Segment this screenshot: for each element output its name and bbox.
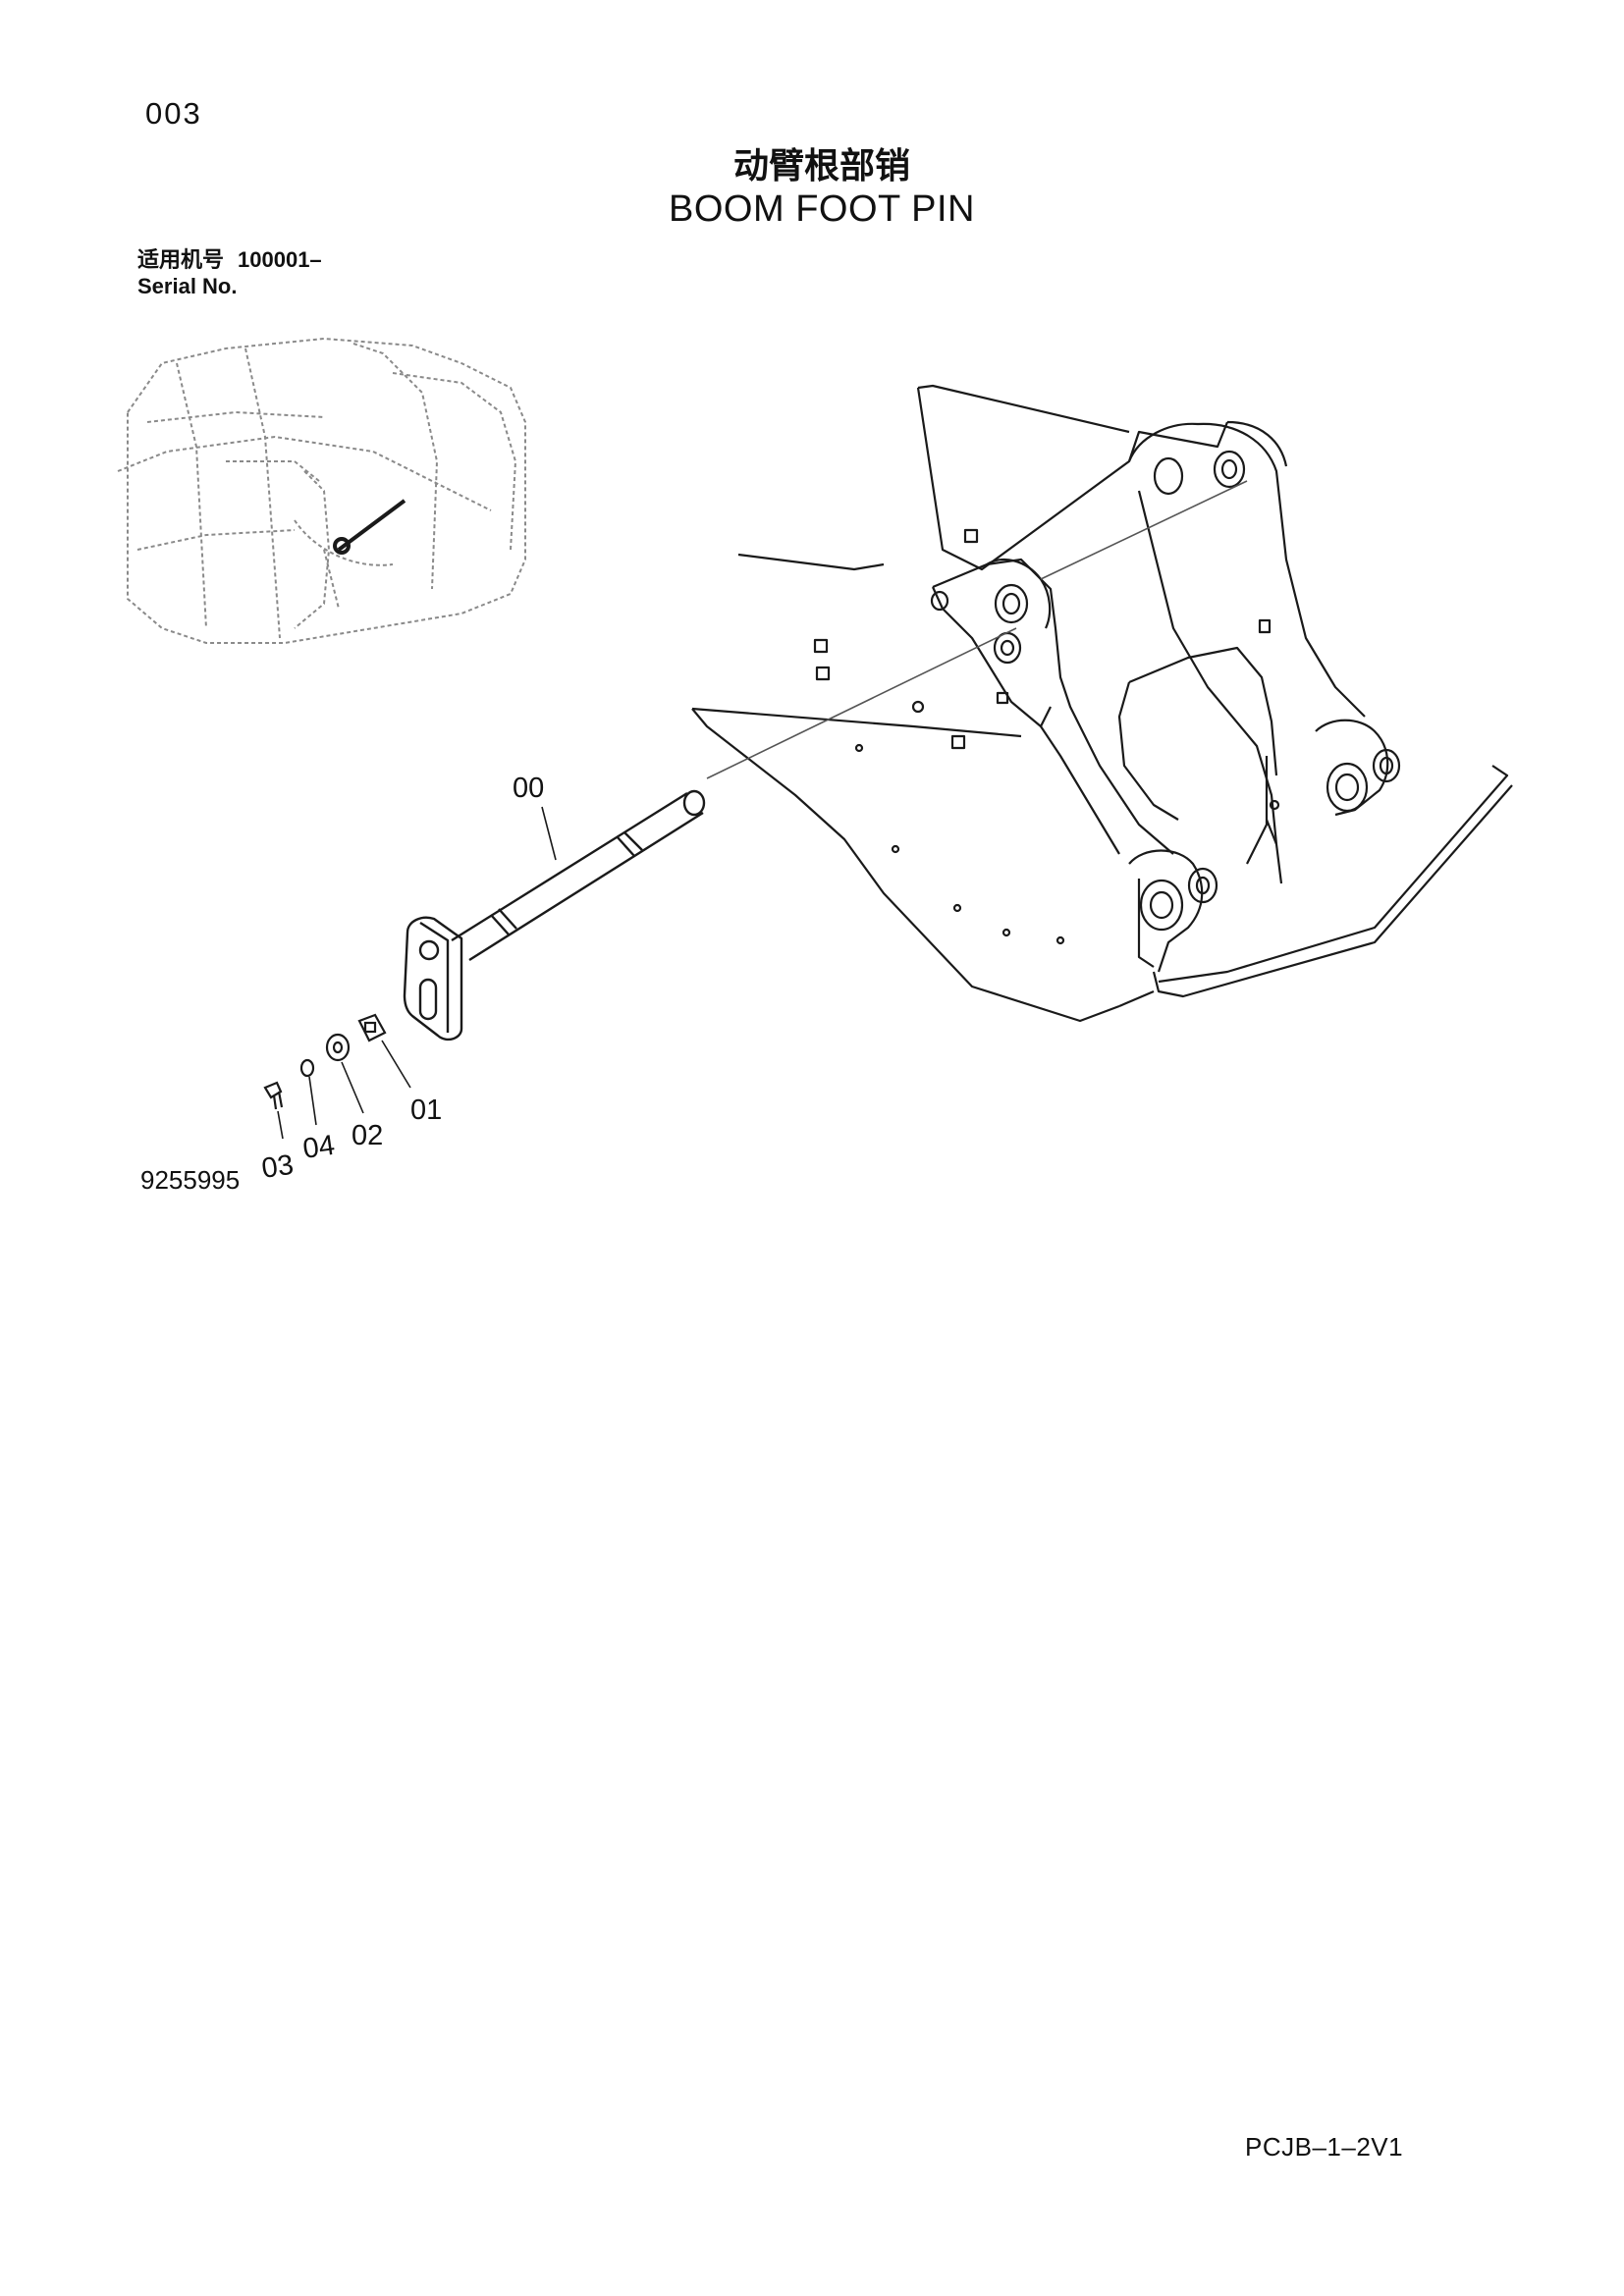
callout-04: 04 (301, 1130, 337, 1165)
boom-foot-pin (403, 789, 706, 1041)
callout-00: 00 (513, 773, 544, 804)
drawing-number: 9255995 (140, 1165, 241, 1195)
serial-label-chinese: 适用机号 (137, 248, 225, 273)
serial-range: 100001– (238, 247, 322, 272)
callout-02: 02 (352, 1120, 383, 1151)
bolt-part (263, 1081, 284, 1110)
lock-washer-part (299, 1058, 315, 1078)
washer-part (325, 1033, 351, 1062)
callout-03: 03 (260, 1149, 296, 1185)
lock-plate-part (357, 1013, 387, 1042)
hardware-parts (263, 1013, 387, 1110)
page-title-chinese: 动臂根部销 (732, 146, 910, 187)
thumbnail-pin-highlight (333, 499, 406, 555)
page-number: 003 (145, 96, 202, 131)
parts-diagram: 00 01 02 04 03 (117, 337, 1513, 1185)
page-title-english: BOOM FOOT PIN (669, 188, 975, 230)
callout-leaders (277, 806, 557, 1140)
pin-axis-centerline (706, 480, 1248, 779)
serial-label-english: Serial No. (137, 274, 238, 298)
footer-document-code: PCJB–1–2V1 (1245, 2132, 1404, 2162)
serial-number-block: 适用机号 100001– Serial No. (137, 247, 322, 299)
boom-bracket-frame (691, 384, 1513, 1023)
machine-location-thumbnail (117, 337, 526, 644)
callout-01: 01 (410, 1095, 442, 1126)
